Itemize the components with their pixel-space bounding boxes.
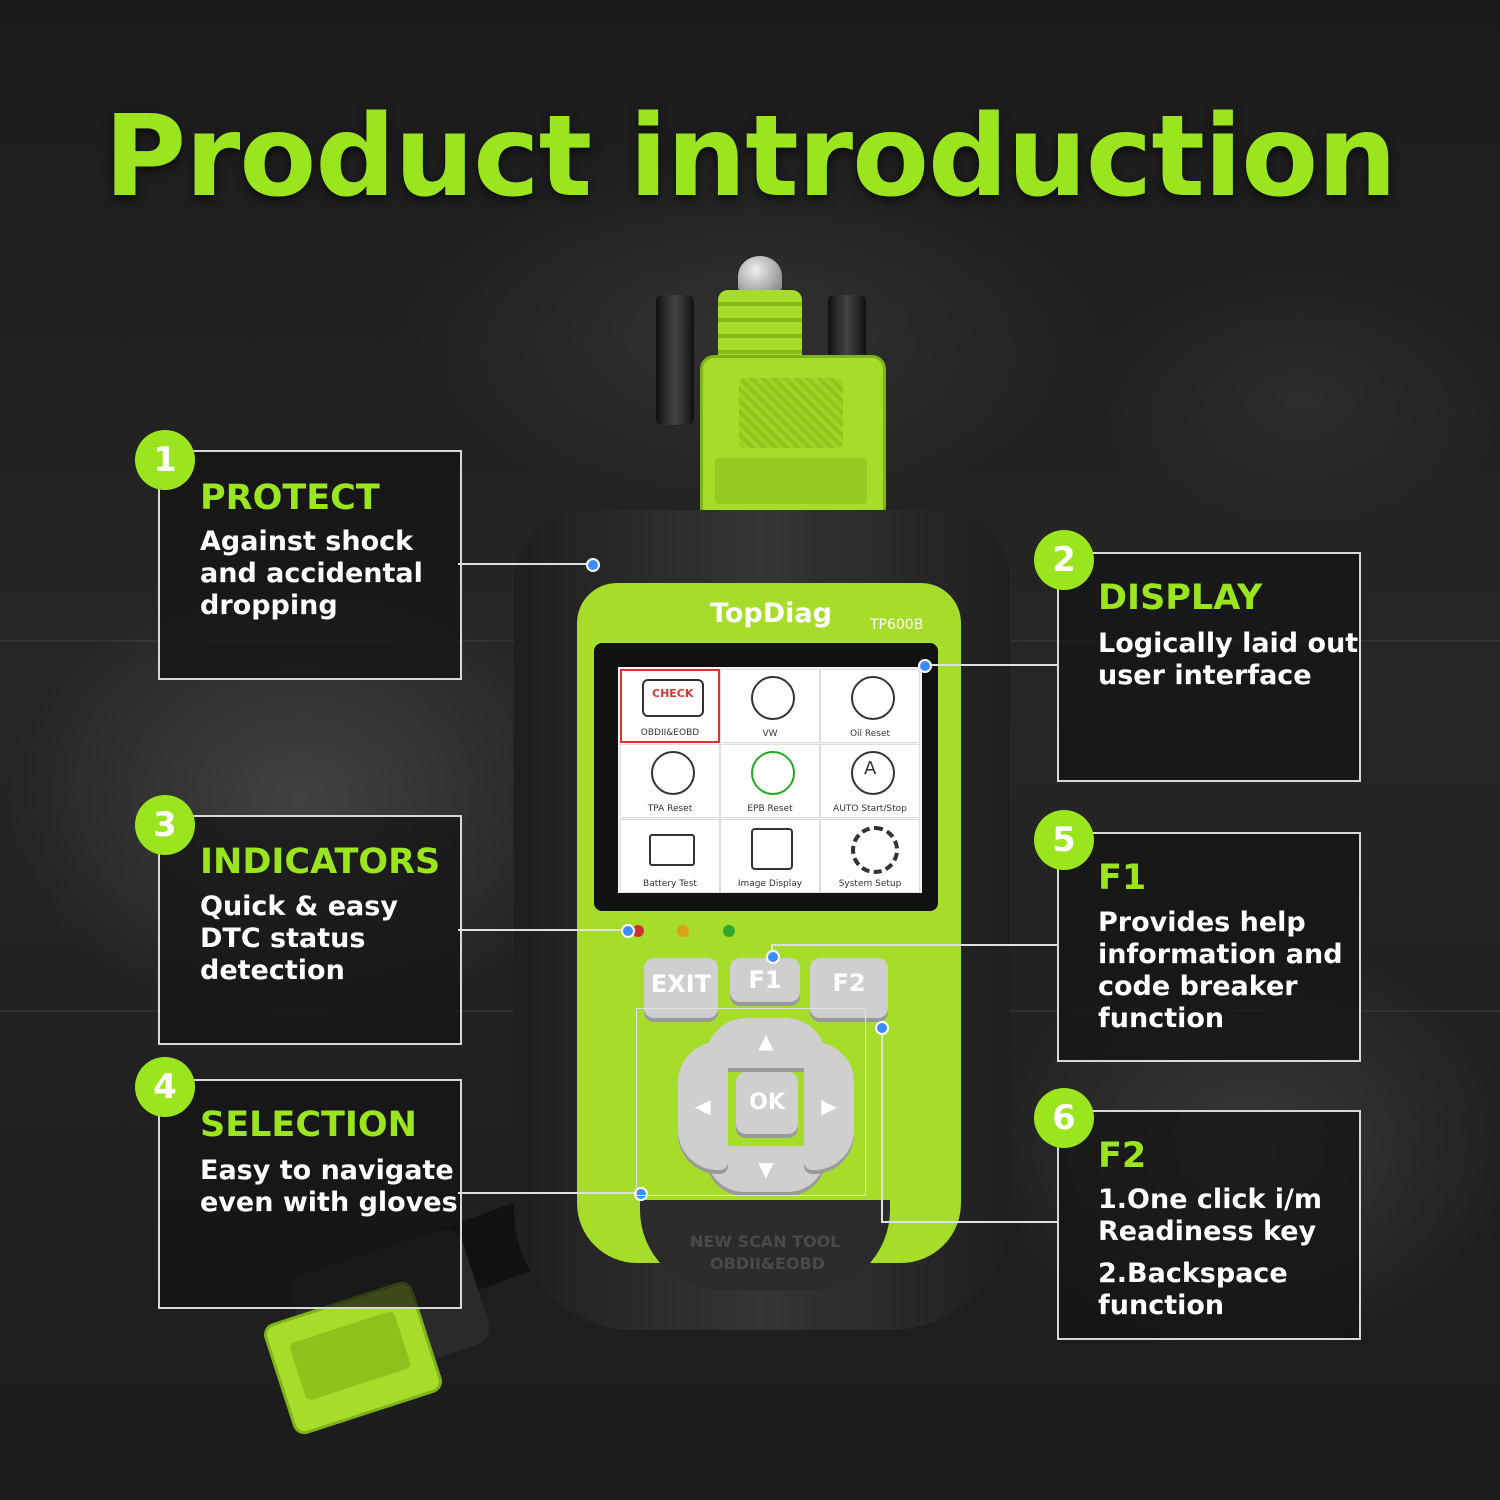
feature-line: 1.One click i/m [1098, 1184, 1323, 1215]
callout-dot [634, 1187, 648, 1201]
tile-label: OBDII&EOBD [640, 728, 700, 738]
feature-panel-selection [158, 1079, 462, 1309]
feature-number: 1 [135, 430, 195, 490]
led-red [632, 925, 644, 937]
tile-label: EPB Reset [747, 804, 793, 814]
leader-line [458, 563, 592, 565]
feature-panel-f2 [1057, 1110, 1361, 1340]
check-engine-icon [642, 679, 704, 717]
auto-start-stop-icon [851, 751, 895, 795]
led-green [723, 925, 735, 937]
feature-line: Quick & easy [200, 891, 398, 922]
tile-label: Image Display [737, 879, 803, 889]
feature-line: information and [1098, 939, 1343, 970]
tile-label: VW [762, 729, 778, 739]
device-brand: TopDiag [710, 598, 832, 629]
feature-line: function [1098, 1003, 1225, 1034]
gear-icon [851, 826, 899, 874]
battery-icon [649, 834, 695, 866]
feature-line: and accidental [200, 558, 423, 589]
feature-number: 3 [135, 795, 195, 855]
ok-key[interactable]: OK [736, 1072, 798, 1134]
tile-epb-reset[interactable]: EPB Reset [720, 744, 820, 818]
device-model: TP600B [870, 617, 924, 633]
feature-panel-protect [158, 450, 462, 680]
feature-line: detection [200, 955, 345, 986]
dpad: ▲ ▼ ◀ ▶ OK [678, 1018, 854, 1194]
check-badge: CHECK [652, 687, 694, 700]
leader-line [772, 944, 1057, 946]
tile-label: System Setup [838, 879, 902, 889]
callout-dot [875, 1021, 889, 1035]
feature-line: Against shock [200, 526, 414, 557]
tile-vw[interactable]: VW [720, 669, 820, 743]
car-icon [751, 676, 795, 720]
screen-grid: CHECK OBDII&EOBD VW Oil Reset TPA Reset [618, 667, 922, 893]
auto-badge: A [864, 758, 877, 779]
tile-label: Oil Reset [849, 729, 891, 739]
left-arrow-key[interactable]: ◀ [678, 1042, 728, 1170]
feature-heading: F1 [1098, 858, 1147, 898]
tile-label: TPA Reset [647, 804, 693, 814]
tile-label: AUTO Start/Stop [833, 804, 907, 814]
tile-oil-reset[interactable]: Oil Reset [820, 669, 920, 743]
feature-heading: PROTECT [200, 478, 380, 518]
feature-line: Logically laid out [1098, 628, 1359, 659]
connector-tip [738, 256, 782, 296]
feature-line: DTC status [200, 923, 366, 954]
right-arrow-key[interactable]: ▶ [804, 1042, 854, 1170]
feature-number: 5 [1034, 810, 1094, 870]
feature-number: 4 [135, 1057, 195, 1117]
device-bottom-text-1: NEW SCAN TOOL [690, 1232, 841, 1251]
device-bottom-plate [640, 1200, 890, 1290]
tile-battery-test[interactable]: Battery Test [620, 819, 720, 893]
feature-line: even with gloves [200, 1187, 458, 1218]
feature-number: 6 [1034, 1088, 1094, 1148]
feature-line: 2.Backspace [1098, 1258, 1288, 1289]
callout-dot [621, 924, 635, 938]
leader-line [881, 1221, 1057, 1223]
led-yellow [677, 925, 689, 937]
feature-line: Provides help [1098, 907, 1306, 938]
device-bottom-text-2: OBDII&EOBD [710, 1254, 825, 1273]
leader-line [458, 1192, 640, 1194]
tile-label: Battery Test [643, 879, 697, 889]
feature-heading: DISPLAY [1098, 578, 1263, 618]
connector-screw-left [656, 295, 694, 425]
feature-line: Easy to navigate [200, 1155, 454, 1186]
feature-line: function [1098, 1290, 1225, 1321]
feature-line: user interface [1098, 660, 1312, 691]
leader-line [881, 1028, 883, 1222]
feature-panel-display [1057, 552, 1361, 782]
oil-can-icon [851, 676, 895, 720]
selection-highlight-box [636, 1008, 866, 1196]
tile-image-display[interactable]: Image Display [720, 819, 820, 893]
throttle-icon [651, 751, 695, 795]
callout-dot [766, 950, 780, 964]
tile-obd[interactable]: CHECK OBDII&EOBD [620, 669, 720, 743]
feature-heading: INDICATORS [200, 842, 441, 882]
page-title: Product introduction [104, 92, 1397, 222]
brake-disc-icon [751, 751, 795, 795]
leader-line [924, 664, 1057, 666]
callout-dot [586, 558, 600, 572]
feature-line: code breaker [1098, 971, 1298, 1002]
feature-number: 2 [1034, 530, 1094, 590]
feature-heading: F2 [1098, 1136, 1147, 1176]
f1-key[interactable]: F1 [730, 958, 800, 1002]
feature-line: dropping [200, 590, 338, 621]
tile-auto-start-stop[interactable]: A AUTO Start/Stop [820, 744, 920, 818]
leader-line [458, 929, 626, 931]
tile-tpa-reset[interactable]: TPA Reset [620, 744, 720, 818]
feature-heading: SELECTION [200, 1105, 417, 1145]
feature-line: Readiness key [1098, 1216, 1317, 1247]
callout-dot [918, 659, 932, 673]
device-screen: CHECK OBDII&EOBD VW Oil Reset TPA Reset [594, 643, 938, 911]
feature-panel-f1 [1057, 832, 1361, 1062]
tile-system-setup[interactable]: System Setup [820, 819, 920, 893]
connector-body [700, 355, 886, 521]
image-icon [751, 828, 793, 870]
